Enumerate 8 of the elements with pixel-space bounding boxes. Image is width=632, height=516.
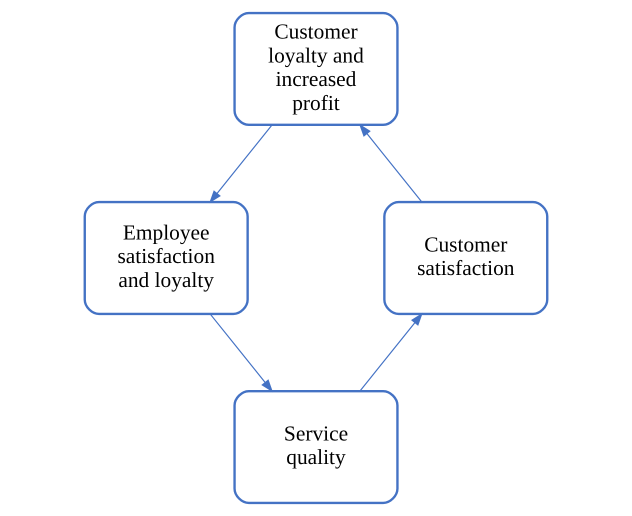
node-box: Service quality <box>233 390 399 504</box>
node-box: Customer loyalty and increased profit <box>233 12 399 126</box>
node-box: Customer satisfaction <box>383 200 548 316</box>
arrow <box>360 312 423 392</box>
arrow <box>210 314 274 392</box>
arrow <box>209 124 272 204</box>
node-box: Employee satisfaction and loyalty <box>84 200 249 316</box>
arrow <box>359 124 422 202</box>
